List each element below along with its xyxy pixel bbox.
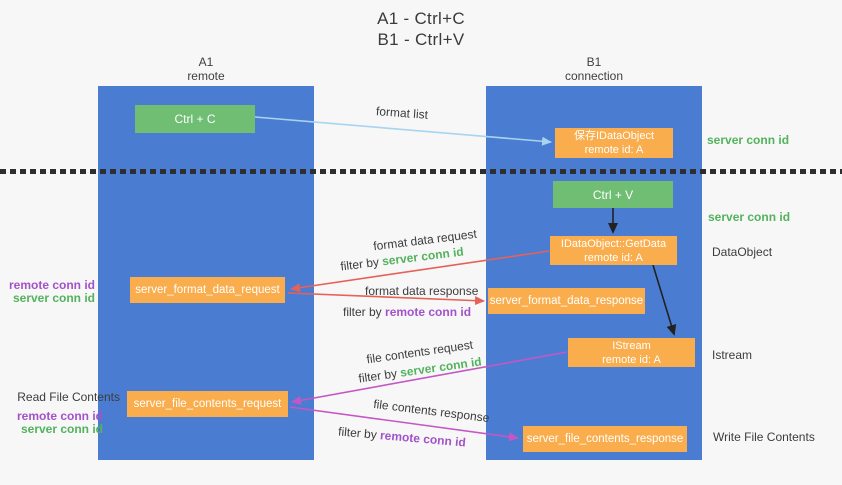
node-istream: IStream remote id: A bbox=[568, 338, 695, 367]
node-ctrl-c: Ctrl + C bbox=[135, 105, 255, 133]
title-line-2: B1 - Ctrl+V bbox=[377, 30, 465, 49]
dashed-divider bbox=[0, 169, 842, 174]
label-format-data-response: format data response bbox=[365, 284, 479, 298]
node-file-request-label: server_file_contents_request bbox=[133, 398, 282, 410]
remote-conn-id-text: remote conn id bbox=[385, 305, 472, 319]
node-save-idataobject-line2: remote id: A bbox=[584, 144, 644, 156]
left-label-read-file-contents: Read File Contents bbox=[17, 390, 120, 404]
title-line-1: A1 - Ctrl+C bbox=[377, 9, 465, 28]
node-server-format-data-response: server_format_data_response bbox=[488, 288, 645, 314]
node-save-idataobject-line1: 保存IDataObject bbox=[573, 130, 655, 142]
node-server-file-contents-response: server_file_contents_response bbox=[523, 426, 687, 452]
node-ctrl-c-label: Ctrl + C bbox=[174, 112, 216, 126]
left-label-remote-conn-id: remote conn id bbox=[8, 278, 95, 292]
node-idataobject-getdata: IDataObject::GetData remote id: A bbox=[550, 236, 677, 265]
node-server-format-data-request: server_format_data_request bbox=[130, 277, 285, 303]
remote-conn-id-text: remote conn id bbox=[379, 428, 467, 450]
filter-by-text: filter by bbox=[357, 366, 398, 386]
column-a1-name: A1 bbox=[198, 55, 214, 69]
filter-by-text: filter by bbox=[337, 424, 378, 442]
column-b1-role: connection bbox=[564, 69, 624, 83]
label-file-contents-response: file contents response bbox=[372, 396, 491, 426]
right-label-istream: Istream bbox=[712, 348, 753, 362]
node-format-request-label: server_format_data_request bbox=[135, 284, 280, 296]
right-label-dataobject: DataObject bbox=[712, 245, 773, 259]
filter-by-text: filter by bbox=[343, 305, 382, 319]
label-format-list: format list bbox=[375, 104, 429, 122]
node-getdata-line1: IDataObject::GetData bbox=[560, 237, 667, 250]
node-save-idataobject: 保存IDataObject remote id: A bbox=[555, 128, 673, 158]
left-label-remote-conn-id-2: remote conn id bbox=[16, 409, 103, 423]
right-label-server-conn-id-1: server conn id bbox=[707, 133, 790, 147]
left-label-server-conn-id-2: server conn id bbox=[20, 422, 103, 436]
node-istream-line1: IStream bbox=[612, 339, 651, 352]
column-header-a1: A1 remote bbox=[136, 55, 276, 83]
filter-by-text: filter by bbox=[339, 254, 380, 274]
label-filter-remote-conn-2: filter by remote conn id bbox=[338, 424, 467, 449]
column-header-b1: B1 connection bbox=[524, 55, 664, 83]
right-label-write-file-contents: Write File Contents bbox=[713, 430, 815, 444]
node-ctrl-v: Ctrl + V bbox=[553, 181, 673, 208]
node-file-response-label: server_file_contents_response bbox=[526, 433, 684, 445]
node-istream-line2: remote id: A bbox=[602, 353, 661, 366]
left-label-server-conn-id: server conn id bbox=[12, 291, 95, 305]
right-label-server-conn-id-2: server conn id bbox=[708, 210, 791, 224]
node-format-response-label: server_format_data_response bbox=[489, 295, 644, 307]
column-b1-name: B1 bbox=[586, 55, 602, 69]
diagram-title: A1 - Ctrl+C B1 - Ctrl+V bbox=[321, 8, 521, 50]
node-ctrl-v-label: Ctrl + V bbox=[592, 187, 634, 202]
node-server-file-contents-request: server_file_contents_request bbox=[127, 391, 288, 417]
label-filter-remote-conn-1: filter by remote conn id bbox=[343, 305, 471, 319]
node-getdata-line2: remote id: A bbox=[584, 251, 643, 264]
column-a1-role: remote bbox=[187, 69, 225, 83]
